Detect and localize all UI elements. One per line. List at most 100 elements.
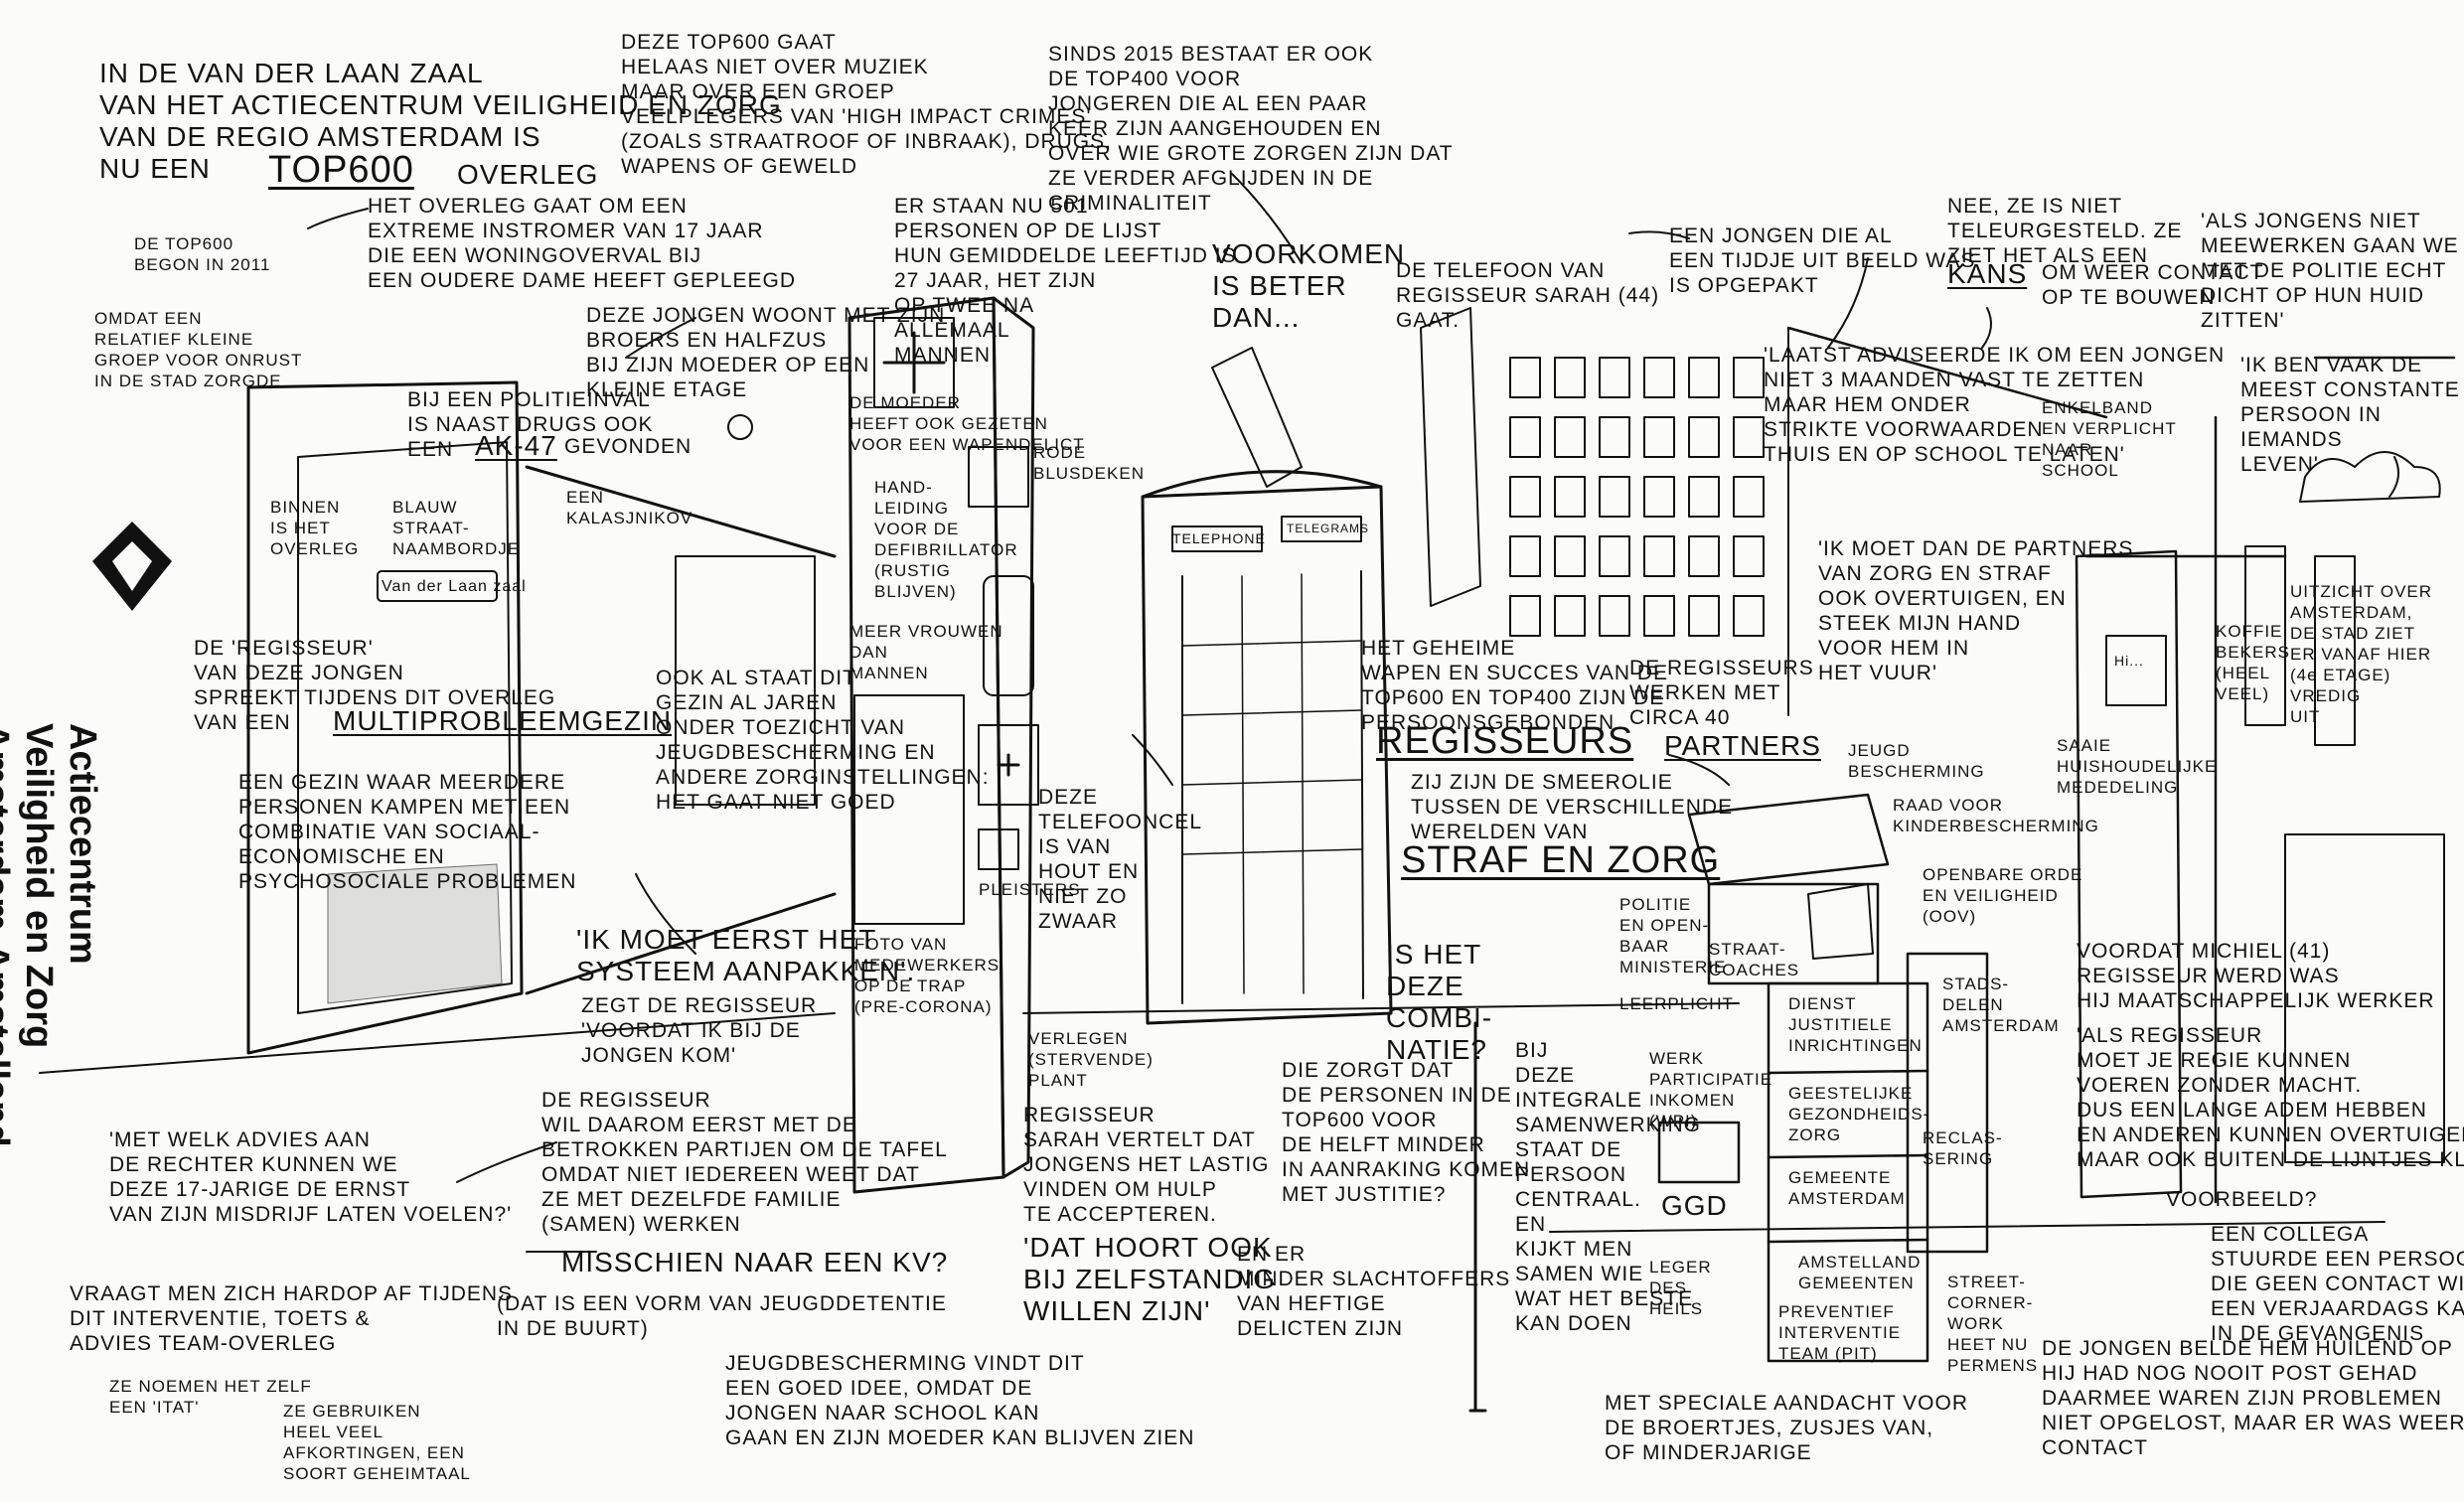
label-politie-om: POLITIE EN OPEN- BAAR MINISTERIE [1619, 895, 1727, 976]
label-raad-kinderbescherming: RAAD VOOR KINDERBESCHERMING [1893, 796, 2099, 835]
actiecentrum-logo-icon [92, 522, 172, 611]
note-staff-photo: FOTO VAN MEDEWERKERS OP DE TRAP (PRE-COR… [854, 935, 1001, 1016]
note-phonebox-wood: DEZE TELEFOONCEL IS VAN HOUT EN NIET ZO … [1038, 786, 1203, 933]
note-intro-overleg: OVERLEG [457, 159, 599, 190]
note-40-partners: DE REGISSEURS WERKEN MET CIRCA 40 [1629, 657, 1814, 729]
note-half-justice: DIE ZORGT DAT DE PERSONEN IN DE TOP600 V… [1282, 1059, 1531, 1206]
note-family-definition: EEN GEZIN WAAR MEERDERE PERSONEN KAMPEN … [238, 771, 577, 893]
note-prevention: VOORKOMEN IS BETER DAN... [1212, 238, 1406, 333]
note-constant-person: 'IK BEN VAAK DE MEEST CONSTANTE PERSOON … [2240, 354, 2460, 476]
note-partners: PARTNERS [1664, 730, 1821, 761]
note-ak47: AK-47 [475, 430, 557, 461]
note-multiprobleemgezin: MULTIPROBLEEMGEZIN [333, 705, 673, 736]
label-stadsdelen: STADS- DELEN AMSTERDAM [1942, 975, 2060, 1035]
right-room [1786, 326, 2456, 1204]
cabinet-stack [1657, 793, 1989, 1363]
note-family: DEZE JONGEN WOONT MET ZIJN BROERS EN HAL… [586, 304, 946, 401]
telegrams-sign: TELEGRAMS [1287, 522, 1370, 535]
note-kv-definition: (DAT IS EEN VORM VAN JEUGDDETENTIE IN DE… [497, 1292, 947, 1340]
note-siblings: MET SPECIALE AANDACHT VOOR DE BROERTJES,… [1605, 1392, 1968, 1464]
poster-sign: Hi... [2114, 653, 2144, 669]
note-judge-question: 'MET WELK ADVIES AAN DE RECHTER KUNNEN W… [109, 1128, 513, 1226]
label-jeugdbescherming: JEUGD BESCHERMING [1848, 741, 1985, 781]
note-youth-protection: OOK AL STAAT DIT GEZIN AL JAREN ONDER TO… [656, 667, 990, 814]
telephone-box [1141, 470, 1393, 1025]
label-dji: DIENST JUSTITIELE INRICHTINGEN [1788, 994, 1923, 1055]
note-501-persons: ER STAAN NU 501 PERSONEN OP DE LIJST HUN… [894, 195, 1237, 367]
note-inside-meeting: BINNEN IS HET OVERLEG [270, 498, 360, 558]
note-not-disappointed: NEE, ZE IS NIET TELEURGESTELD. ZE ZIET H… [1947, 195, 2183, 267]
telephone-sign: TELEPHONE [1172, 530, 1266, 546]
actiecentrum-logo-text: Actiecentrum Veiligheid en Zorg Amsterda… [0, 723, 103, 1147]
label-ggd: GGD [1661, 1190, 1728, 1221]
note-sarah-phone: DE TELEFOON VAN REGISSEUR SARAH (44) GAA… [1396, 259, 1660, 332]
note-kalasjnikov: EEN KALASJNIKOV [566, 488, 693, 527]
note-michiel: VOORDAT MICHIEL (41) REGISSEUR WERD WAS … [2077, 940, 2435, 1012]
note-more-women: MEER VROUWEN DAN MANNEN [849, 622, 1003, 682]
note-boy-called: DE JONGEN BELDE HEM HUILEND OP HIJ HAD N… [2042, 1337, 2464, 1459]
note-rebuild-contact: OM WEER CONTACT OP TE BOUWEN [2042, 261, 2264, 309]
label-amstelland: AMSTELLAND GEMEENTEN [1798, 1253, 1922, 1292]
label-straatcoaches: STRAAT- COACHES [1709, 940, 1800, 979]
photo-wall [1420, 307, 1789, 716]
note-defibrillator: HAND- LEIDING VOOR DE DEFIBRILLATOR (RUS… [874, 478, 1018, 601]
note-small-group: OMDAT EEN RELATIEF KLEINE GROEP VOOR ONR… [94, 309, 303, 390]
note-ankle-band: ENKELBAND EN VERPLICHT NAAR SCHOOL [2042, 398, 2177, 480]
note-itat-name: ZE NOEMEN HET ZELF EEN 'ITAT' [109, 1377, 312, 1417]
label-pit: PREVENTIEF INTERVENTIE TEAM (PIT) [1778, 1302, 1902, 1363]
note-top400: SINDS 2015 BESTAAT ER OOK DE TOP400 VOOR… [1048, 43, 1454, 215]
note-regisseurs: REGISSEURS [1376, 720, 1634, 762]
label-ggz: GEESTELIJKE GEZONDHEIDS- ZORG [1788, 1084, 1930, 1144]
note-abbreviations: ZE GEBRUIKEN HEEL VEEL AFKORTINGEN, EEN … [283, 1402, 471, 1483]
note-system-quote: 'IK MOET EERST HET SYSTEEM AANPAKKEN'. [576, 924, 916, 986]
note-itat-meeting: VRAAGT MEN ZICH HARDOP AF TIJDENS DIT IN… [70, 1282, 514, 1355]
note-street-sign: BLAUW STRAAT- NAAMBORDJE [392, 498, 521, 558]
note-fewer-victims: EN ER MINDER SLACHTOFFERS VAN HEFTIGE DE… [1237, 1243, 1511, 1340]
note-view-amsterdam: UITZICHT OVER AMSTERDAM, DE STAD ZIET ER… [2290, 582, 2433, 726]
label-streetcornerwork: STREET- CORNER- WORK HEET NU PERMENS [1947, 1273, 2039, 1375]
note-example: VOORBEELD? [2166, 1188, 2318, 1211]
note-plasters: PLEISTERS [979, 880, 1081, 899]
note-sarah-help: REGISSEUR SARAH VERTELT DAT JONGENS HET … [1023, 1104, 1270, 1226]
note-extreme-instromer: HET OVERLEG GAAT OM EEN EXTREME INSTROME… [368, 195, 797, 292]
meeting-room-door [246, 380, 524, 1055]
note-intro-top600: TOP600 [268, 149, 414, 191]
note-around-table: DE REGISSEUR WIL DAAROM EERST MET DE BET… [541, 1089, 948, 1236]
note-convince-partners: 'IK MOET DAN DE PARTNERS VAN ZORG EN STR… [1818, 537, 2134, 684]
note-mother-weapon: DE MOEDER HEEFT OOK GEZETEN VOOR EEN WAP… [849, 393, 1085, 454]
label-leger-des-heils: LEGER DES HEILS [1649, 1258, 1712, 1318]
note-regie-quote: 'ALS REGISSEUR MOET JE REGIE KUNNEN VOER… [2077, 1024, 2464, 1171]
note-combination: IS HET DEZE COMBI- NATIE? [1386, 939, 1493, 1065]
note-kv-question: MISSCHIEN NAAR EEN KV? [561, 1247, 949, 1277]
note-coffee-cups: KOFFIE BEKERS (HEEL VEEL) [2216, 622, 2290, 703]
note-police-quote: 'ALS JONGENS NIET MEEWERKEN GAAN WE MET … [2201, 210, 2459, 332]
label-reclassering: RECLAS- SERING [1923, 1128, 2003, 1168]
note-birthday-card: EEN COLLEGA STUURDE EEN PERSOON DIE GEEN… [2211, 1223, 2464, 1345]
note-secret-weapon: HET GEHEIME WAPEN EN SUCCES VAN DE TOP60… [1361, 637, 1669, 734]
note-integral-cooperation: BIJ DEZE INTEGRALE SAMENWERKING STAAT DE… [1515, 1039, 1702, 1335]
label-leerplicht: LEERPLICHT [1619, 994, 1734, 1013]
note-says-regisseur: ZEGT DE REGISSEUR 'VOORDAT IK BIJ DE JON… [581, 994, 818, 1067]
label-wpi: WERK PARTICIPATIE INKOMEN (WPI) [1649, 1049, 1773, 1130]
note-lubricant: ZIJ ZIJN DE SMEEROLIE TUSSEN DE VERSCHIL… [1411, 771, 1734, 843]
note-intro: IN DE VAN DER LAAN ZAAL VAN HET ACTIECEN… [99, 58, 782, 184]
note-top600-music: DEZE TOP600 GAAT HELAAS NIET OVER MUZIEK… [621, 31, 1112, 178]
label-gemeente: GEMEENTE AMSTERDAM [1788, 1168, 1906, 1208]
note-advice-quote: 'LAATST ADVISEERDE IK OM EEN JONGEN NIET… [1764, 344, 2226, 466]
note-plant: VERLEGEN (STERVENDE) PLANT [1028, 1029, 1154, 1090]
note-boy-arrested: EEN JONGEN DIE AL EEN TIJDJE UIT BEELD W… [1669, 225, 1976, 297]
room-sign: Van der Laan zaal [382, 578, 527, 595]
note-kans: KANS [1947, 258, 2028, 289]
note-boring-notice: SAAIE HUISHOUDELIJKE MEDEDELING [2057, 736, 2218, 797]
note-red-blanket: RODE BLUSDEKEN [1033, 443, 1145, 483]
note-jeugdbescherming-idea: JEUGDBESCHERMING VINDT DIT EEN GOED IDEE… [725, 1352, 1195, 1449]
label-oov: OPENBARE ORDE EN VEILIGHEID (OOV) [1923, 865, 2083, 926]
note-top600-began: DE TOP600 BEGON IN 2011 [134, 234, 271, 274]
note-regisseur-speaks: DE 'REGISSEUR' VAN DEZE JONGEN SPREEKT T… [194, 637, 556, 734]
note-straf-en-zorg: STRAF EN ZORG [1401, 839, 1721, 881]
note-police-raid: BIJ EEN POLITIEINVAL IS NAAST DRUGS OOK … [407, 388, 654, 461]
note-independent: 'DAT HOORT OOK BIJ ZELFSTANDIG WILLEN ZI… [1023, 1232, 1277, 1326]
note-found: GEVONDEN [564, 435, 693, 458]
